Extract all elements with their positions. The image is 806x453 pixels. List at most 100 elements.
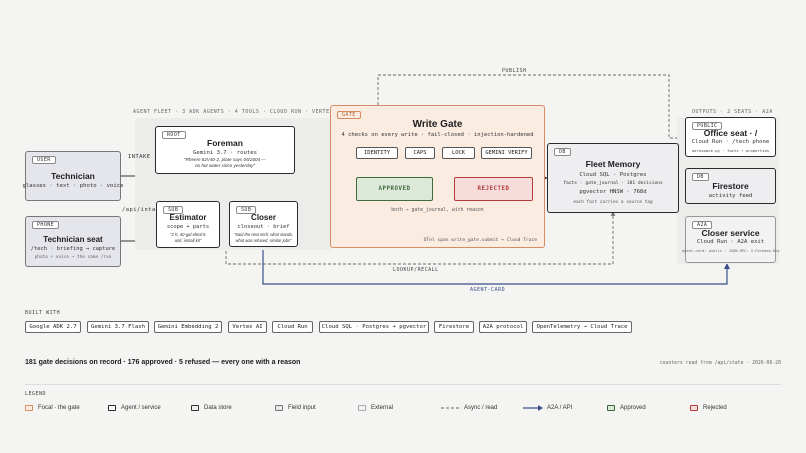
outputs-label: OUTPUTS · 2 SEATS · A2A <box>692 109 773 115</box>
estimator-node[interactable]: SUB Estimator scope + parts "2 h, 40-gal… <box>156 201 220 248</box>
legend-label: LEGEND <box>25 391 47 397</box>
approved-label: APPROVED <box>378 186 411 192</box>
fleet-memory-node[interactable]: DB Fleet Memory Cloud SQL · Postgres fac… <box>547 143 679 213</box>
tech-cloud-run: Cloud Run <box>272 321 313 333</box>
memory-note: each fact carries a source tag <box>573 200 653 205</box>
seat-sub: /tech · briefing → capture <box>30 246 116 252</box>
phone-tag: PHONE <box>32 221 60 229</box>
tech-adk: Google ADK 2.7 <box>25 321 81 333</box>
technician-seat-node[interactable]: PHONE Technician seat /tech · briefing →… <box>25 216 121 267</box>
gate-title: Write Gate <box>412 119 463 130</box>
memory-title: Fleet Memory <box>585 159 641 169</box>
legend-async: Async / read <box>464 405 498 411</box>
legend-swatch-rejected <box>690 405 698 411</box>
technician-title: Technician <box>51 171 95 181</box>
firestore-sub: activity feed <box>708 193 753 199</box>
legend-approved: Approved <box>620 405 646 411</box>
estimator-quote-2: unit, install kit" <box>174 238 202 243</box>
closer-node[interactable]: SUB Closer closeout · brief "Said the ne… <box>229 201 298 247</box>
firestore-db-tag: DB <box>692 173 709 181</box>
legend-dash-line <box>441 407 459 409</box>
a2a-tag: A2A <box>692 221 713 229</box>
legend-rejected: Rejected <box>703 405 727 411</box>
legend-swatch-agent <box>108 405 116 411</box>
tech-cloud-sql: Cloud SQL · Postgres + pgvector <box>319 321 429 333</box>
office-sub: Cloud Run · /tech phone <box>691 139 770 145</box>
tech-gemini-flash: Gemini 3.7 Flash <box>87 321 149 333</box>
estimator-quote-1: "2 h, 40-gal electric <box>170 232 206 237</box>
foreman-quote-2: no hot water since yesterday" <box>194 163 256 168</box>
rejected-box[interactable]: REJECTED <box>454 177 533 201</box>
estimator-sub: scope + parts <box>166 224 210 230</box>
rejected-label: REJECTED <box>477 186 510 192</box>
check-identity[interactable]: IDENTITY <box>356 147 398 159</box>
tech-otel: OpenTelemetry → Cloud Trace <box>532 321 632 333</box>
edge-agent-card <box>262 247 730 285</box>
agent-fleet-label: AGENT FLEET · 3 ADK AGENTS · 4 TOOLS · C… <box>133 109 344 115</box>
office-note: workspace.py · facts → properties <box>691 148 770 153</box>
user-tag: USER <box>32 156 56 164</box>
approved-box[interactable]: APPROVED <box>356 177 433 201</box>
seat-title: Technician seat <box>43 235 103 244</box>
tech-a2a: A2A protocol <box>479 321 527 333</box>
lookup-label: LOOKUP/RECALL <box>393 267 439 273</box>
legend-divider <box>25 384 781 385</box>
closer-svc-title: Closer service <box>701 228 760 238</box>
memory-sub-2: facts · gate_journal · 181 decisions <box>563 181 663 186</box>
root-tag: ROOT <box>162 131 186 139</box>
edge-lookup <box>225 211 616 265</box>
legend-api-line <box>523 405 543 411</box>
legend-field: Field input <box>288 405 316 411</box>
public-tag: PUBLIC <box>692 122 723 130</box>
tech-vertex: Vertex AI <box>228 321 267 333</box>
office-seat-node[interactable]: PUBLIC Office seat · / Cloud Run · /tech… <box>685 117 776 157</box>
closer-quote-2: what was refused, similar jobs" <box>235 238 292 243</box>
publish-label: PUBLISH <box>502 68 527 74</box>
closer-sub: closeout · brief <box>237 224 290 230</box>
gate-journal-note: both → gate_journal, with reason <box>391 208 484 213</box>
gate-sub: 4 checks on every write · fail-closed · … <box>341 132 534 138</box>
stats-headline: 181 gate decisions on record · 176 appro… <box>25 359 301 366</box>
tech-gemini-embedding: Gemini Embedding 2 <box>154 321 222 333</box>
memory-sub-1: Cloud SQL · Postgres <box>579 172 647 178</box>
memory-sub-3: pgvector HNSW · 768d <box>579 189 647 195</box>
stats-source: counters read from /api/state · 2026-06-… <box>659 361 781 366</box>
write-gate-node[interactable]: GATE Write Gate 4 checks on every write … <box>330 105 545 248</box>
closer-svc-sub: Cloud Run · A2A exit <box>696 239 765 245</box>
estimator-sub-tag: SUB <box>163 206 184 214</box>
check-caps[interactable]: CAPS <box>405 147 435 159</box>
foreman-quote-1: "Rheem 82V40-2, plate says 05/2004 — <box>183 157 267 162</box>
legend-swatch-approved <box>607 405 615 411</box>
closer-title: Closer <box>251 213 276 222</box>
legend-swatch-store <box>191 405 199 411</box>
memory-db-tag: DB <box>554 148 571 156</box>
api-intake-label: /api/intake <box>122 207 164 213</box>
foreman-title: Foreman <box>207 138 243 148</box>
closer-sub-tag: SUB <box>236 206 257 214</box>
closer-service-node[interactable]: A2A Closer service Cloud Run · A2A exit … <box>682 216 780 263</box>
built-with-label: BUILT WITH <box>25 310 61 316</box>
check-lock[interactable]: LOCK <box>442 147 475 159</box>
legend-swatch-external <box>358 405 366 411</box>
technician-sub: glasses · text · photo · voice <box>22 183 124 189</box>
tech-firestore: Firestore <box>434 321 474 333</box>
technician-node[interactable]: USER Technician glasses · text · photo ·… <box>22 151 124 201</box>
legend-agent: Agent / service <box>121 405 161 411</box>
legend-gate: Focal · the gate <box>38 405 80 411</box>
legend-api: A2A / API <box>547 405 573 411</box>
office-title: Office seat · / <box>703 128 758 138</box>
otel-note: OTel span write_gate.submit → Cloud Trac… <box>423 238 537 243</box>
closer-svc-note: agent-card: public · JSON-RPC: X-Foreman… <box>682 249 780 253</box>
edge-publish <box>377 74 684 141</box>
legend-swatch-field <box>275 405 283 411</box>
check-gemini-verify[interactable]: GEMINI VERIFY <box>481 147 532 159</box>
foreman-node[interactable]: ROOT Foreman Gemini 3.7 · routes "Rheem … <box>155 126 295 174</box>
legend-swatch-gate <box>25 405 33 411</box>
intake-label: INTAKE <box>128 154 151 160</box>
gate-tag: GATE <box>337 111 361 119</box>
foreman-sub: Gemini 3.7 · routes <box>193 150 257 156</box>
firestore-node[interactable]: DB Firestore activity feed <box>685 168 776 204</box>
agent-card-label: AGENT-CARD <box>470 287 506 293</box>
legend-external: External <box>371 405 394 411</box>
estimator-title: Estimator <box>169 213 207 222</box>
